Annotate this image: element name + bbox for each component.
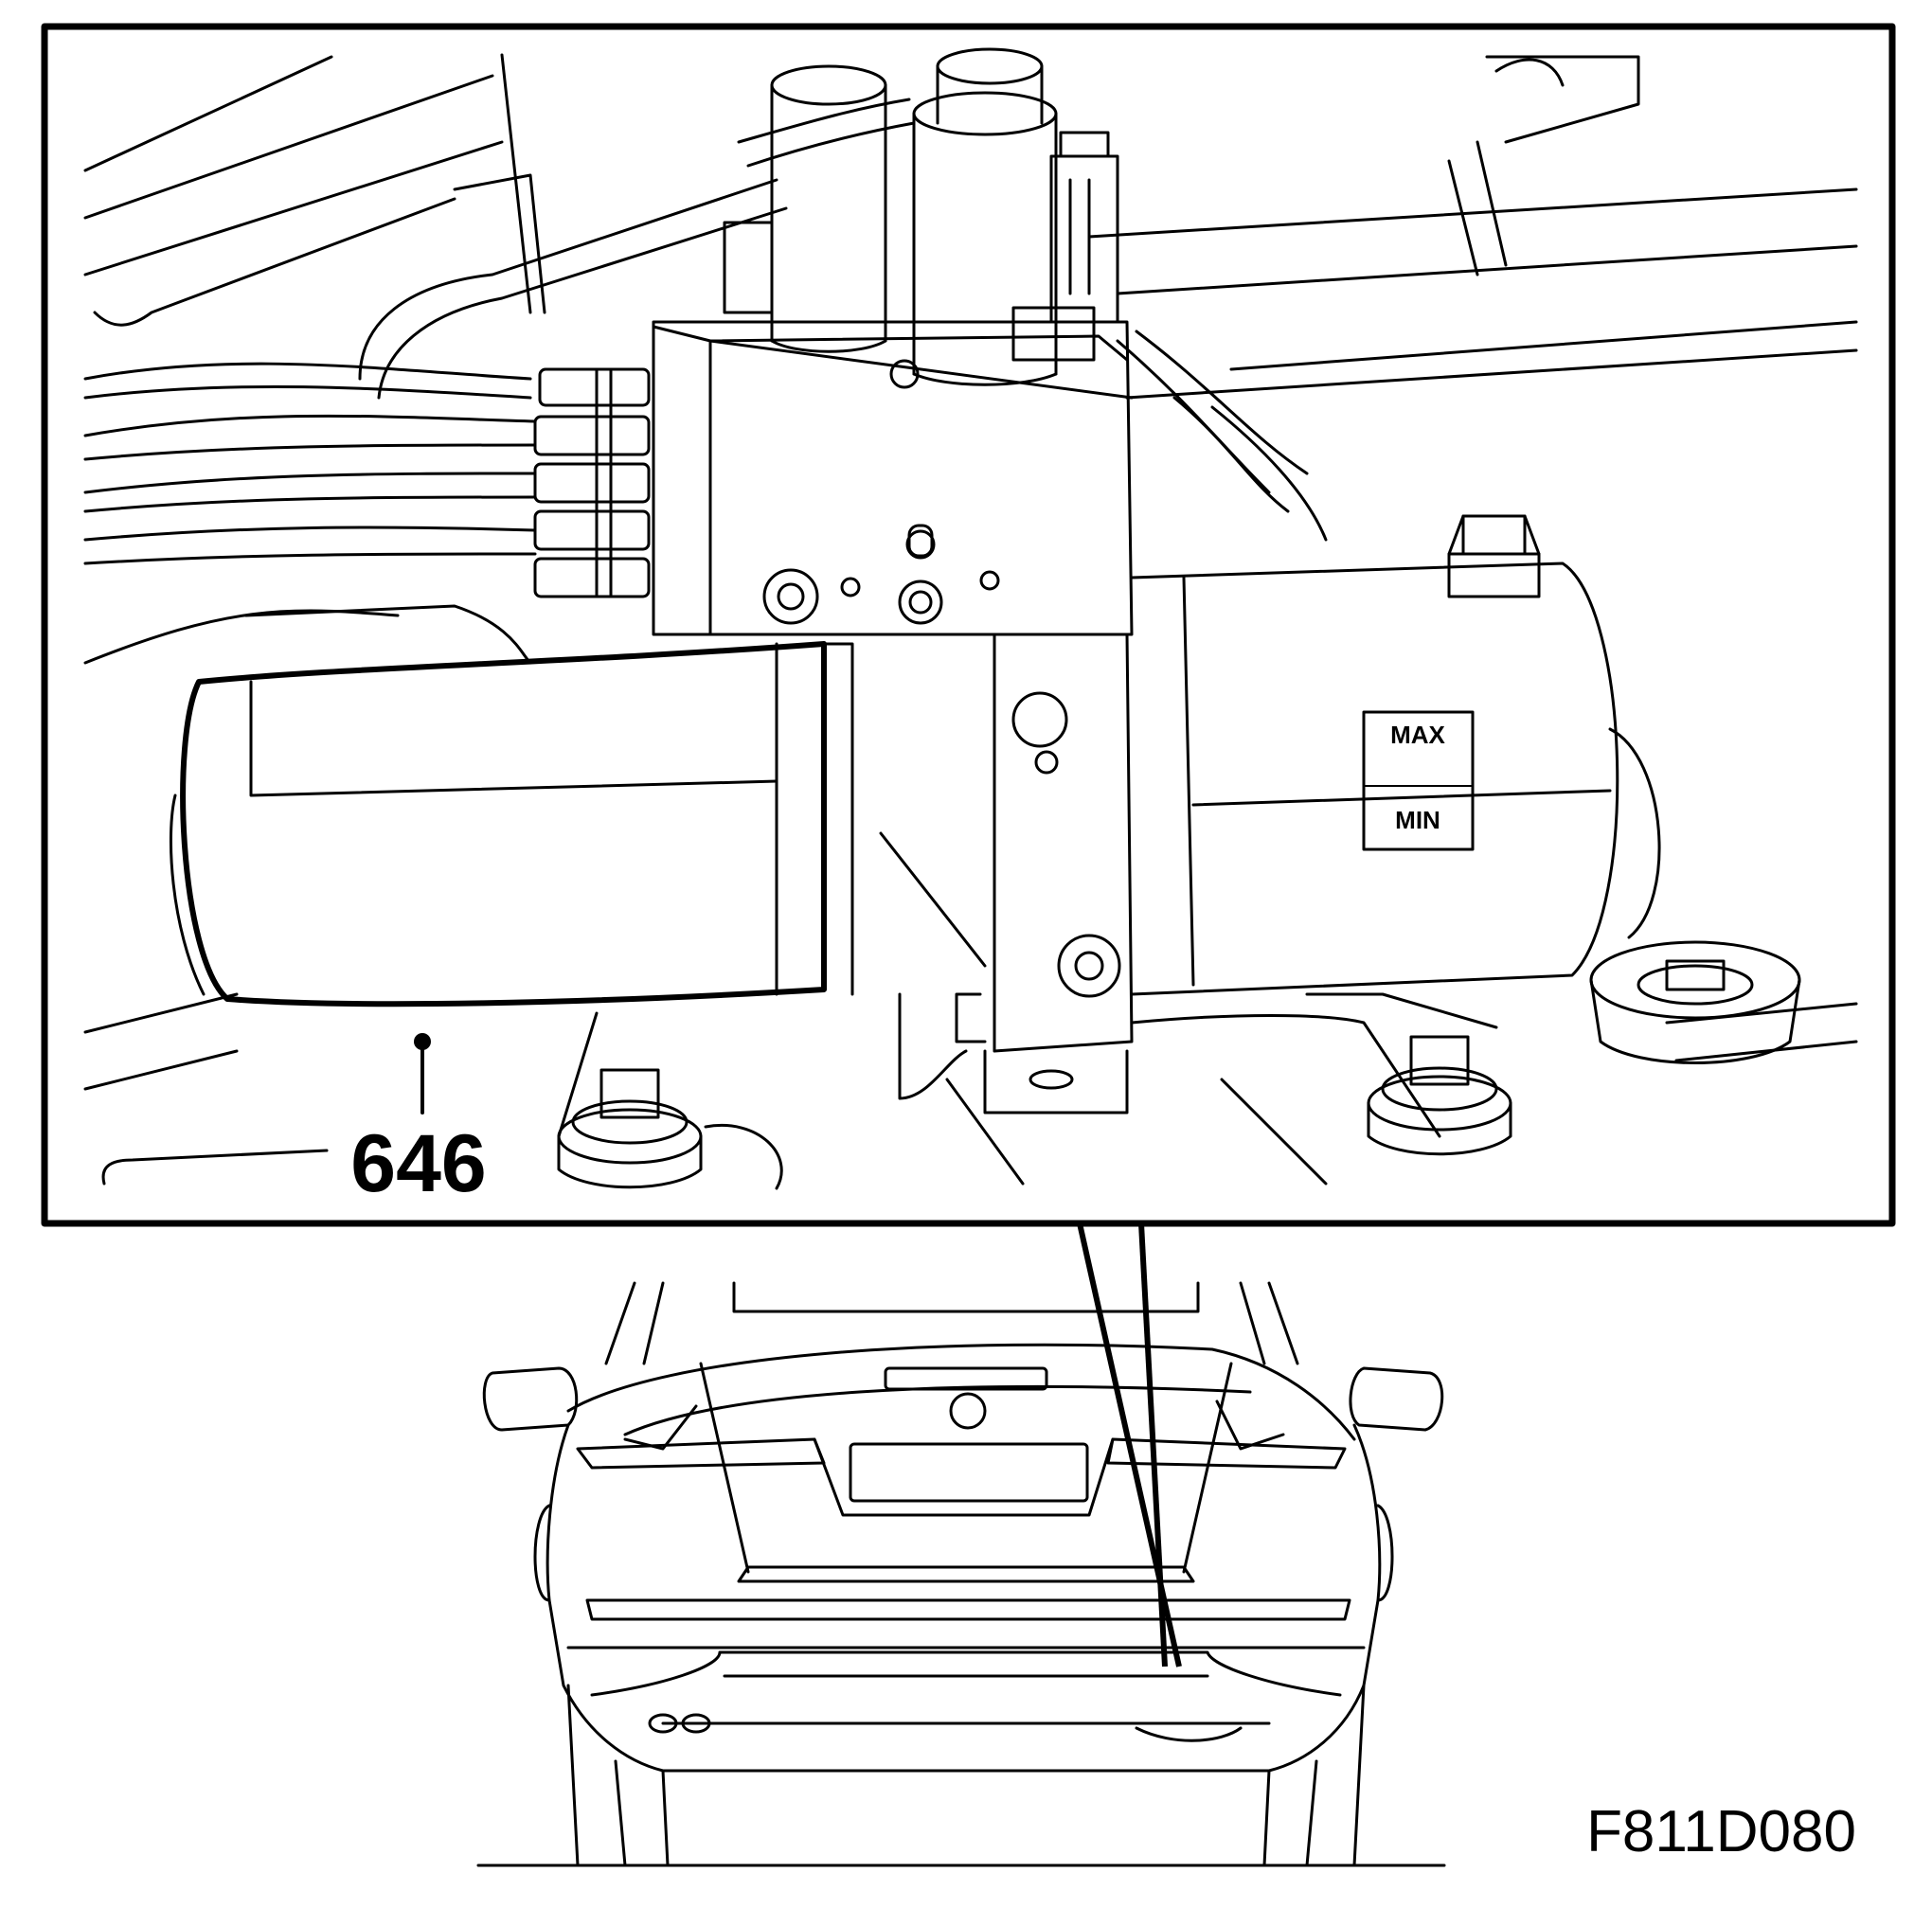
connector-plugs [533,367,651,598]
max-min-label-plate [1362,710,1475,851]
detail-inset [41,23,1896,1227]
trunk-lock [949,1392,987,1430]
pump-motor [169,604,854,1007]
base-plate [83,992,1858,1190]
valve-solenoids [723,47,1119,386]
valve-block [652,320,1134,636]
mirror-right [1349,1366,1444,1432]
inset-frame [41,23,1896,1227]
max-label: MAX [1390,721,1445,749]
reservoir-tank [1130,562,1661,996]
mirror-left [482,1366,579,1432]
min-label: MIN [1395,806,1440,834]
mounting-nut-left [557,1068,703,1189]
license-plate [849,1442,1089,1503]
car-rear-view [476,1281,1446,1867]
mounting-nut-right [1367,1035,1512,1156]
callout-646-leader [101,1033,431,1186]
callout-label: 646 [350,1118,487,1209]
mounting-nut-far-right [1589,940,1801,1064]
brake-light [884,1366,1048,1391]
inset-pointer [1077,1222,1182,1667]
figure-id: F811D080 [1586,1799,1856,1864]
wiring-harness [83,178,1328,665]
body-panels [83,53,1858,400]
filler-cap [1447,514,1541,598]
mounting-bracket [879,633,1134,1114]
